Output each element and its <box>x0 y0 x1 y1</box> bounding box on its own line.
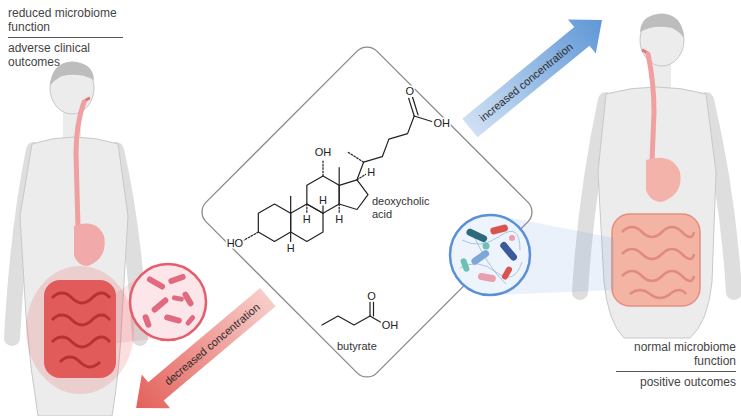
illustration-part <box>322 316 370 325</box>
left-magnifier <box>106 264 206 344</box>
illustration-part <box>339 180 368 210</box>
left-person <box>12 62 140 416</box>
illustration-part <box>307 176 339 213</box>
illustration-part <box>490 224 509 235</box>
illustration-part <box>373 302 374 316</box>
illustration-part <box>322 160 323 176</box>
node-subtext: adverse clinical outcomes <box>8 37 123 69</box>
diamond-outline <box>192 37 542 387</box>
atom-label: OH <box>432 117 451 128</box>
node-heading: deoxycholic acid <box>372 195 440 221</box>
illustration-part <box>172 295 185 302</box>
text-stack: normal microbiome function positive outco… <box>616 340 736 389</box>
node-subtext: positive outcomes <box>616 371 736 389</box>
illustration-part <box>501 265 513 280</box>
hydrogen-label: H <box>334 214 344 225</box>
illustration-part <box>413 97 419 115</box>
illustration-part <box>640 14 684 38</box>
atom-label: OH <box>381 320 400 331</box>
illustration-part <box>150 296 169 313</box>
molecule-diamond: deoxycholic acid butyrate <box>192 37 542 387</box>
illustration-part <box>185 314 197 326</box>
illustration-part <box>477 272 496 282</box>
illustration-part <box>142 313 152 328</box>
illustration-part <box>414 116 432 122</box>
illustration-part <box>50 62 94 114</box>
illustration-part <box>291 204 323 241</box>
illustration-part <box>460 228 522 284</box>
right-magnifier <box>450 215 614 295</box>
left-figure-node: reduced microbiome function adverse clini… <box>0 0 150 416</box>
illustration-part <box>460 257 470 272</box>
hydrogen-label: H <box>318 194 328 205</box>
arrow-label: increased concentration <box>477 41 575 124</box>
illustration-part <box>465 228 488 244</box>
illustration-part <box>258 204 290 241</box>
atom-label: O <box>405 85 416 96</box>
illustration-part <box>369 302 370 316</box>
illustration-part <box>168 273 187 285</box>
illustration-part <box>648 54 654 162</box>
butyrate-structure <box>322 302 382 325</box>
illustration-part <box>44 280 116 378</box>
hydrogen-label: H <box>302 214 312 225</box>
illustration-part <box>470 249 490 266</box>
illustration-part <box>339 168 340 186</box>
illustration-part <box>74 224 105 266</box>
illustration-part <box>164 314 183 324</box>
illustration-part <box>357 174 366 180</box>
node-heading: normal microbiome function <box>616 340 736 368</box>
node-heading: reduced microbiome function <box>8 6 123 34</box>
illustration-part <box>322 205 323 213</box>
illustration-part <box>146 275 166 290</box>
illustration-part <box>646 158 681 202</box>
illustration-part <box>306 204 307 213</box>
hydrogen-label: H <box>286 243 296 254</box>
illustration-part <box>483 243 490 250</box>
illustration-part <box>290 232 291 241</box>
illustration-part <box>622 227 694 298</box>
atom-label: HO <box>226 237 245 248</box>
hydrogen-label: H <box>366 167 376 178</box>
illustration-part <box>76 102 84 228</box>
illustration-part <box>142 273 196 329</box>
illustration-part <box>357 116 414 180</box>
illustration-part <box>499 241 519 262</box>
block-arrow <box>136 288 276 408</box>
illustration-part <box>612 214 700 306</box>
atom-label: OH <box>314 147 333 158</box>
illustration-part <box>509 235 515 241</box>
deoxycholic-acid-structure <box>244 97 432 241</box>
illustration-part <box>244 232 259 240</box>
right-figure-node: normal microbiome function positive outco… <box>560 0 741 416</box>
illustration-part <box>348 152 363 162</box>
block-arrow <box>462 19 602 137</box>
illustration-part <box>290 196 291 213</box>
node-subtext: butyrate <box>337 340 397 353</box>
illustration-part <box>130 264 206 340</box>
illustration-part <box>339 204 340 213</box>
illustration-part <box>598 87 716 338</box>
illustration-part <box>450 215 530 295</box>
diamond-border <box>196 41 538 383</box>
text-stack: reduced microbiome function adverse clini… <box>8 6 123 69</box>
atom-label: O <box>366 291 377 302</box>
illustration-part <box>52 293 110 367</box>
